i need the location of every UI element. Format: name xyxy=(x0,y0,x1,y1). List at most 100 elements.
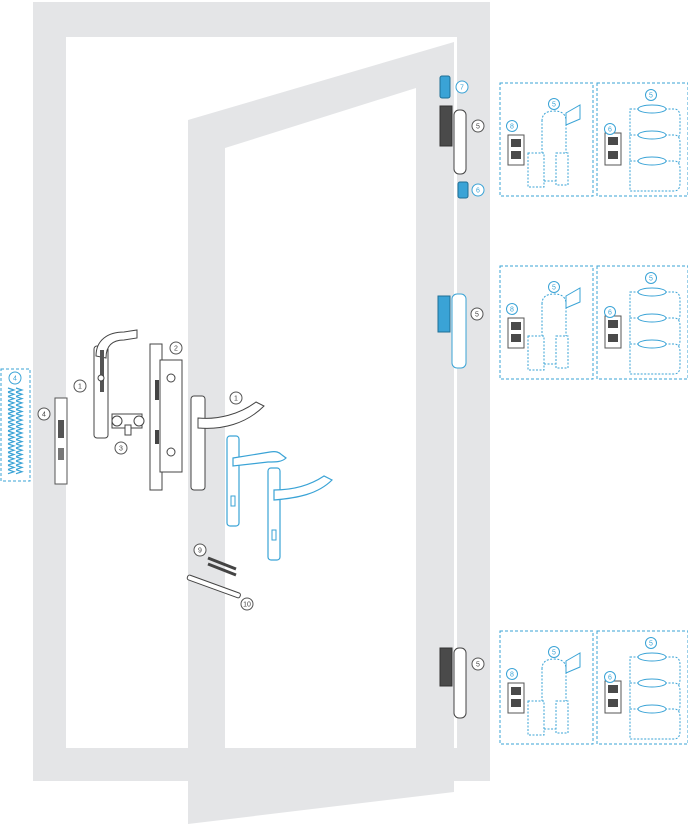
callout-label: 6 xyxy=(608,127,612,134)
hinge-flap xyxy=(565,287,581,309)
euro-cylinder xyxy=(111,413,145,436)
strike-slot xyxy=(58,420,64,438)
strip-segment xyxy=(7,464,24,470)
strip-segment xyxy=(7,443,24,449)
callout-label: 8 xyxy=(510,672,514,679)
strip-segment xyxy=(7,434,24,440)
door-hinge-icon xyxy=(629,708,681,740)
dashed-detail-box xyxy=(596,265,688,380)
panel-callout: 8 xyxy=(506,120,518,132)
detail-panel-top-a: 58 xyxy=(499,82,594,197)
panel-callout: 5 xyxy=(548,281,560,293)
callout-label: 5 xyxy=(552,650,556,657)
screws xyxy=(207,556,237,577)
strip-segment xyxy=(7,404,24,410)
callout-label: 2 xyxy=(174,346,178,353)
hinge-barrel xyxy=(451,293,467,369)
barrel-top xyxy=(637,313,667,323)
callout-label: 1 xyxy=(234,396,238,403)
strip-segment xyxy=(7,430,24,436)
strip-pattern xyxy=(7,387,24,475)
lever-handle-icon xyxy=(226,435,240,527)
panel-callout: 8 xyxy=(506,303,518,315)
lever-handle-icon xyxy=(190,395,206,491)
callout-label: 6 xyxy=(476,188,480,195)
callout-label: 8 xyxy=(510,124,514,131)
strip-segment xyxy=(7,451,24,458)
plate-slot xyxy=(608,685,618,693)
hinge-middle xyxy=(437,293,467,369)
dashed-detail-box xyxy=(499,265,594,380)
cover-cap-icon xyxy=(439,75,451,99)
strip-segment xyxy=(7,421,24,427)
callout-label: 5 xyxy=(552,102,556,109)
callout-label: 6 xyxy=(608,310,612,317)
callout-label: 8 xyxy=(510,307,514,314)
plate-slot xyxy=(511,322,521,330)
door-hinge-icon xyxy=(439,105,453,147)
detail-panel-mid-a: 58 xyxy=(499,265,594,380)
rod xyxy=(186,574,241,599)
door-hinge-icon xyxy=(437,295,451,333)
lever-handle-icon xyxy=(267,467,281,561)
strip-segment xyxy=(7,439,24,445)
panel-callout: 5 xyxy=(548,98,560,110)
callout-label: 10 xyxy=(243,602,251,609)
barrel-top xyxy=(637,287,667,297)
handle-spindle xyxy=(100,350,104,392)
spindle-hole xyxy=(166,373,176,383)
callout-label: 9 xyxy=(198,548,202,555)
cylinder-end xyxy=(111,415,123,427)
plate-slot xyxy=(608,320,618,328)
plate-slot xyxy=(608,151,618,159)
dashed-detail-box xyxy=(499,630,594,745)
cylinder-end xyxy=(133,415,145,427)
panel-callout: 6 xyxy=(604,671,616,683)
barrel-top xyxy=(637,130,667,140)
open-door-leaf xyxy=(188,42,454,824)
blue-cap-top xyxy=(439,75,451,99)
plate-slot xyxy=(511,151,521,159)
lock-bolt xyxy=(155,380,159,400)
door-leaf xyxy=(188,42,454,824)
strike-slot xyxy=(58,448,64,460)
callout-label: 5 xyxy=(476,662,480,669)
barrel-top xyxy=(637,104,667,114)
panel-callout: 5 xyxy=(645,637,657,649)
callout-4-strip: 4 xyxy=(8,371,22,385)
callout-5-bot: 5 xyxy=(471,657,485,671)
plate-slot xyxy=(608,334,618,342)
strip-segment xyxy=(7,456,24,462)
hinge-flap xyxy=(565,652,581,674)
strip-segment xyxy=(7,400,24,406)
plate-slot xyxy=(511,139,521,147)
barrel-top xyxy=(637,678,667,688)
strip-segment xyxy=(7,396,24,402)
door-hinge-icon xyxy=(629,160,681,192)
lever-arm xyxy=(232,451,287,467)
strip-segment xyxy=(7,417,24,423)
strike-keeper xyxy=(54,397,68,485)
lever-arm xyxy=(197,401,265,429)
hinge-barrel xyxy=(453,647,467,719)
door-hinge-icon xyxy=(439,647,453,687)
keeper-strip-detail xyxy=(0,368,31,482)
barrel-top xyxy=(637,156,667,166)
hinge-bottom xyxy=(439,647,467,719)
hinge-flap xyxy=(565,104,581,126)
callout-label: 1 xyxy=(78,384,82,391)
rod-icon xyxy=(186,574,241,599)
lever-arm xyxy=(95,329,138,359)
dashed-detail-box xyxy=(499,82,594,197)
callout-label: 4 xyxy=(42,412,46,419)
panel-callout: 5 xyxy=(645,89,657,101)
handle-screw xyxy=(97,374,105,382)
callout-label: 6 xyxy=(608,675,612,682)
callout-label: 4 xyxy=(13,376,17,383)
cylinder-cam xyxy=(124,424,132,436)
callout-1-right: 1 xyxy=(229,391,243,405)
hinge-leaf xyxy=(527,335,569,371)
key-hole xyxy=(271,529,277,541)
